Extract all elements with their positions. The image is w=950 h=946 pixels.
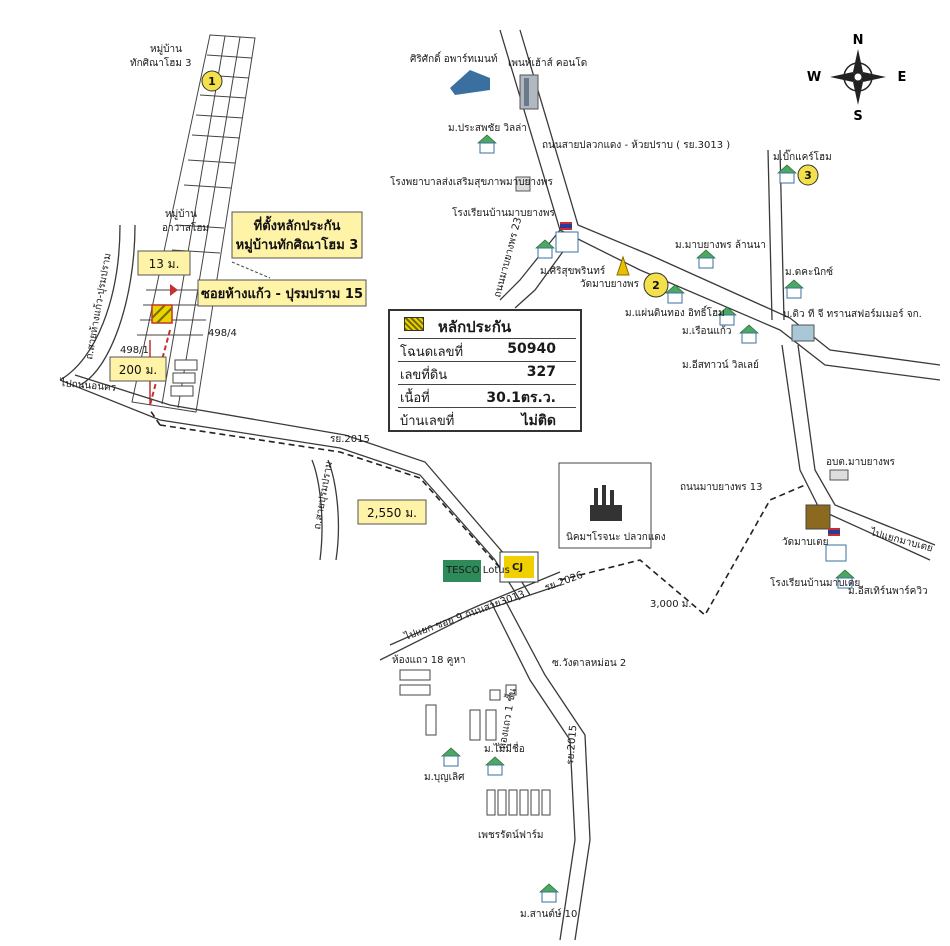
label-dist-3000: 3,000 ม. [650,599,692,610]
route-dashed [159,424,806,617]
callout-200m: 200 ม. [109,356,167,382]
small-blocks [170,359,198,397]
label-flat18: ห้องแถว 18 คูหา [392,654,466,666]
callout-location-line2: หมู่บ้านทักศิณาโฮม 3 [236,236,359,253]
factory-icon [590,485,622,521]
collateral-info-box: หลักประกัน โฉนดเลขที่ 50940 เลขที่ดิน 32… [388,309,582,432]
compass-n: N [853,33,864,48]
label-cj: CJ [512,562,523,573]
label-boonlert: ม.บุญเลิศ [424,772,465,783]
badge-3-text: 3 [804,169,812,182]
label-eastern-view: ม.อีสเทิร์นพาร์ควิว [848,585,928,597]
row-landno-value: 327 [526,364,556,380]
badge-1: 1 [201,70,223,92]
label-road-mabyang23: ถนนมาบยางพร 23 [492,216,524,299]
label-mabyang-lanna: ม.มาบยางพร ล้านนา [675,239,766,251]
compass-s: S [853,109,862,124]
label-to-nakhon: ไปถนนอนคร [59,377,117,394]
label-ruenkaew: ม.เรือนแก้ว [682,325,732,337]
row-deed-key: โฉนดเลขที่ [400,345,464,360]
row-landno-key: เลขที่ดิน [400,368,448,383]
callout-2550m: 2,550 ม. [357,499,427,525]
callout-13m-text: 13 ม. [149,257,180,271]
label-village2b: อาวาสโฮม [162,221,209,234]
callout-soi-text: ซอยห้างแก้ว - ปุรมปราม 15 [201,286,363,302]
collateral-row-landno: เลขที่ดิน 327 [400,364,576,383]
soi-path [149,329,171,406]
label-school-mabyang: โรงเรียนบ้านมาบยางพร [452,206,555,219]
label-obt: อบต.มาบยางพร [826,457,896,468]
label-village1b: ทักศิณาโฮม 3 [130,56,192,69]
badge-2: 2 [643,272,669,298]
label-easttown: ม.อีสทาวน์ วิลเลย์ [682,359,759,371]
row-houseno-key: บ้านเลขที่ [400,414,455,429]
flag-icon [560,222,840,536]
label-to-makkhaeng: ไปแยกมาบเตย [868,526,934,554]
label-road-main: ถนนสายปลวกแดง - ห้วยปราบ ( รย.3013 ) [542,139,730,151]
label-tesco: TESCO Lotus [445,565,510,576]
label-village1: หมู่บ้าน [150,43,182,55]
callout-13m: 13 ม. [137,250,191,276]
callout-location: ที่ตั้งหลักประกัน หมู่บ้านทักศิณาโฮม 3 [231,211,363,259]
badge-2-text: 2 [652,279,660,292]
label-siri-suk: ม.ศิริสุขพรินทร์ [540,265,606,277]
compass-w: W [807,70,821,85]
callout-location-line1: ที่ตั้งหลักประกัน [254,215,341,234]
house-icons [441,134,855,903]
village-grid [131,34,256,413]
collateral-swatch [404,317,424,331]
label-498-4: 498/4 [208,328,237,339]
bottom-blocks [399,669,551,816]
label-rd2015-top: รย.2015 [330,434,370,445]
callout-200m-text: 200 ม. [119,363,157,377]
compass-rose: N S E W [807,33,907,124]
compass-e: E [898,70,907,85]
label-wat-maptey: วัดมาบเตย [782,537,828,548]
label-paedin: ม.แผ่นดินทอง อิทธิ์โฮม [625,305,725,319]
building-icon [443,70,849,583]
label-bigcare: ม.บิ๊กแคร์โฮม [773,149,832,163]
label-cheungdab: ซ.วังตาลหม่อน 2 [552,658,626,669]
badge-3: 3 [797,164,819,186]
collateral-title: หลักประกัน [438,318,512,336]
row-deed-value: 50940 [507,341,556,357]
label-dakanic: ม.ดคะนิกซ์ [785,266,833,278]
label-maimeechue: ม.ไม่มีชื่อ [484,741,525,755]
callout-2550m-text: 2,550 ม. [367,506,417,520]
label-wat-mabyang: วัดมาบยางพร [580,279,640,290]
label-sirasak: ศิริศักดิ์ อพาร์ทเมนท์ [410,51,497,65]
row-houseno-value: ไม่ติด [521,413,556,429]
label-rd2026: รย.2026 [543,570,584,594]
roads [59,29,941,941]
label-prasopchai: ม.ประสพชัย วิลล่า [448,123,527,134]
label-hospital: โรงพยาบาลส่งเสริมสุขภาพมาบยางพร [390,175,553,188]
row-area-value: 30.1ตร.ว. [486,390,556,406]
label-santisuk: ม.สานต์ษ์ 10 [520,908,577,920]
label-bgtc: บ.ดิว ที จี ทรานสฟอร์มเมอร์ จก. [783,308,922,320]
label-industrial: นิคมฯโรจนะ ปลวกแดง [566,530,666,543]
label-498-1: 498/1 [120,345,149,356]
label-petchara: เพชรรัตน์ฟาร์ม [478,829,544,841]
collateral-plot [151,304,173,324]
label-road-mabyang13: ถนนมาบยางพร 13 [680,482,763,493]
row-area-key: เนื้อที่ [400,391,430,406]
collateral-row-area: เนื้อที่ 30.1ตร.ว. [400,387,576,406]
badge-1-text: 1 [208,75,216,88]
label-rd2015-bottom: รย.2015 [565,725,579,766]
collateral-row-deed: โฉนดเลขที่ 50940 [400,341,576,360]
red-arrow-icon [170,284,178,296]
collateral-row-houseno: บ้านเลขที่ ไม่ติด [400,410,576,429]
label-penthouse: เพนท์เฮ้าส์ คอนโด [508,56,587,69]
label-village2: หมู่บ้าน [165,208,197,220]
callout-soi: ซอยห้างแก้ว - ปุรมปราม 15 [197,279,367,307]
label-school-maptey: โรงเรียนบ้านมาบเตย [770,576,860,589]
